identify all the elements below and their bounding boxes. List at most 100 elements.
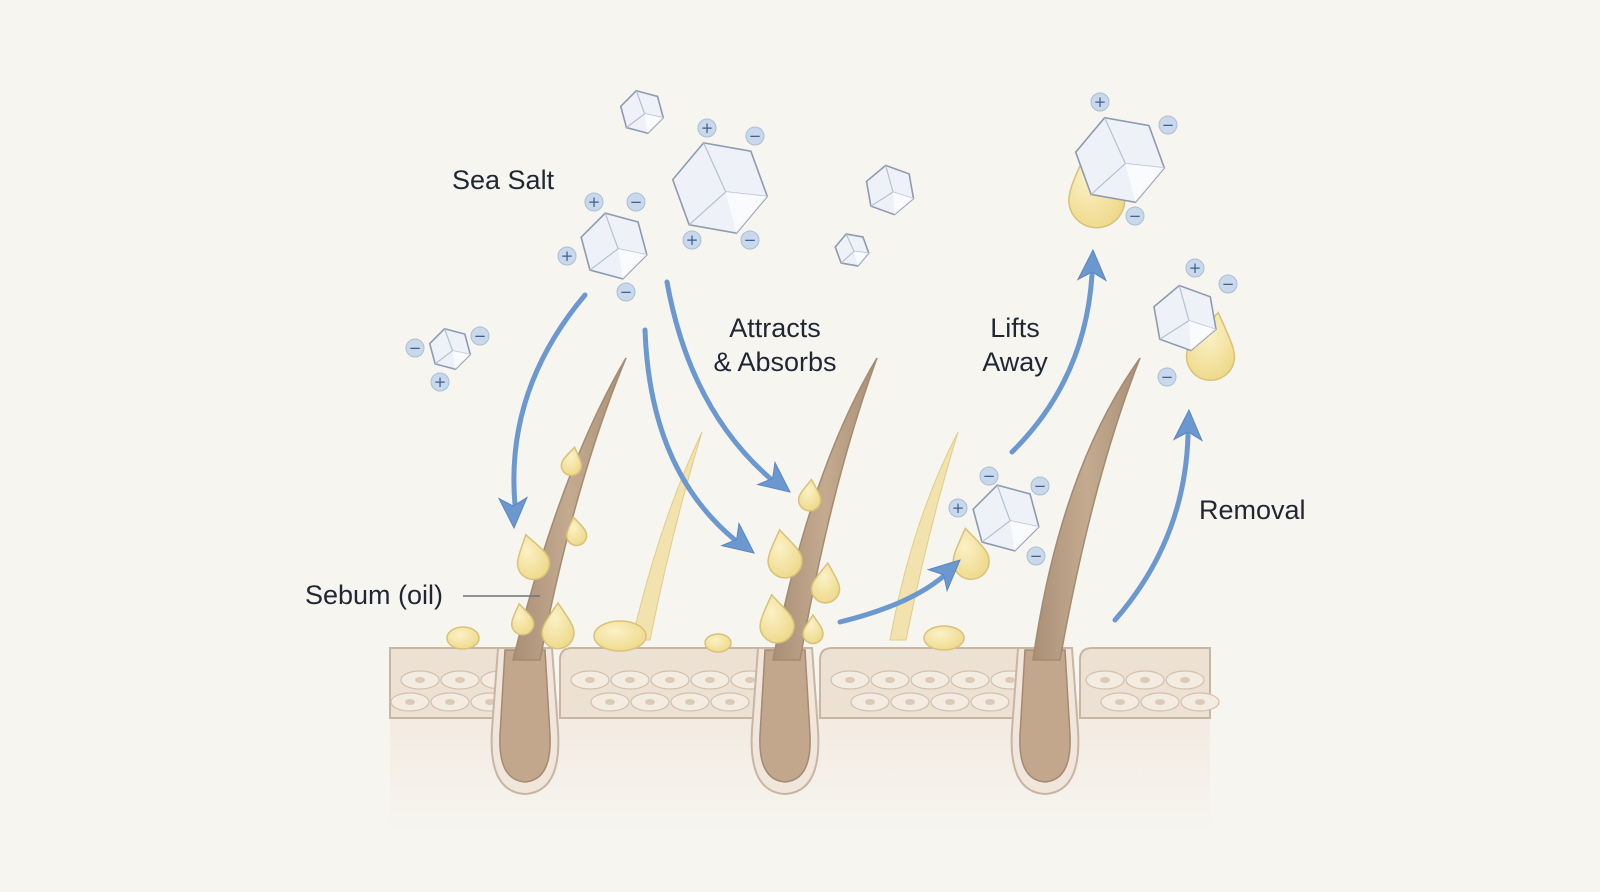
charge-symbol: −	[744, 231, 757, 249]
sebum-droplet	[952, 527, 990, 580]
removal-label: Removal	[1199, 495, 1306, 525]
crystal-facet	[626, 113, 646, 129]
cell-nucleus	[905, 699, 915, 705]
cell-nucleus	[605, 699, 615, 705]
sebum-droplet	[516, 533, 551, 581]
positive-charge-icon	[584, 192, 604, 212]
crystal-facet	[996, 484, 1011, 521]
crystal-facet	[444, 328, 454, 351]
attracts-line: Attracts	[729, 313, 821, 343]
charge-symbol: −	[1161, 368, 1174, 386]
sebum-droplet	[704, 633, 732, 653]
charge-symbol: −	[749, 127, 762, 145]
cell-nucleus	[445, 699, 455, 705]
crystal-facet	[885, 165, 894, 193]
charge-symbol: −	[474, 327, 487, 345]
flow-arrow-head	[720, 521, 755, 554]
salt-crystal	[834, 233, 870, 267]
cell-nucleus	[485, 699, 495, 705]
negative-charge-icon	[1026, 546, 1046, 566]
crystal-facet	[1090, 163, 1126, 195]
cell-nucleus	[925, 677, 935, 683]
absorbs-line: & Absorbs	[713, 347, 837, 377]
crystal-facet	[1178, 285, 1190, 321]
cell-nucleus	[685, 699, 695, 705]
cell-nucleus	[845, 677, 855, 683]
crystal-facet	[845, 233, 855, 252]
sebum-droplet	[560, 445, 583, 477]
negative-charge-icon	[745, 126, 765, 146]
positive-charge-icon	[1185, 258, 1205, 278]
crystal-highlight	[1188, 320, 1217, 351]
flow-arrow-head	[1172, 408, 1204, 442]
sebum-droplet	[446, 626, 480, 650]
cell-nucleus	[1195, 699, 1205, 705]
hair-follicles	[490, 357, 1141, 796]
cell-nucleus	[1155, 699, 1165, 705]
charge-symbol: +	[588, 193, 601, 211]
lifts-away-label: Lifts Away	[960, 311, 1070, 379]
negative-charge-icon	[405, 338, 425, 358]
charge-symbol: +	[701, 119, 714, 137]
cell-nucleus	[985, 699, 995, 705]
positive-charge-icon	[1090, 92, 1110, 112]
cell-nucleus	[405, 699, 415, 705]
negative-charge-icon	[616, 282, 636, 302]
charge-symbol: −	[1030, 547, 1043, 565]
flow-arrow-head	[926, 559, 961, 593]
cell-nucleus	[455, 677, 465, 683]
positive-charge-icon	[682, 230, 702, 250]
cell-nucleus	[1100, 677, 1110, 683]
charge-symbol: −	[1034, 477, 1047, 495]
cell-nucleus	[1005, 677, 1015, 683]
cell-nucleus	[745, 677, 755, 683]
negative-charge-icon	[1125, 206, 1145, 226]
flow-arrow-head	[756, 460, 791, 493]
hair-shaft	[512, 357, 627, 661]
cell-nucleus	[415, 677, 425, 683]
charge-symbol: −	[1162, 116, 1175, 134]
hair-shaft	[772, 357, 878, 661]
sebum-droplet	[797, 478, 822, 512]
crystal-highlight	[452, 350, 471, 370]
negative-charge-icon	[1218, 274, 1238, 294]
cell-nucleus	[885, 677, 895, 683]
charge-symbol: +	[686, 231, 699, 249]
charge-symbol: −	[1129, 207, 1142, 225]
crystal-facet	[635, 90, 646, 114]
crystal-facet	[688, 191, 727, 226]
cell-nucleus	[645, 699, 655, 705]
charge-symbol: +	[952, 499, 965, 517]
sebum-droplet	[759, 593, 795, 644]
salt-crystals	[428, 89, 1217, 552]
crystal-highlight	[725, 191, 768, 234]
crystal-facet	[1159, 320, 1190, 340]
flow-arrow-shaft	[837, 572, 948, 625]
cell-nucleus	[705, 677, 715, 683]
salt-crystal	[865, 164, 915, 216]
crystal-highlight	[618, 248, 647, 279]
positive-charge-icon	[430, 372, 450, 392]
crystal-facet	[840, 250, 855, 264]
sebum-label: Sebum (oil)	[305, 580, 444, 610]
crystal-facet	[604, 212, 619, 249]
crystal-highlight	[1010, 520, 1039, 551]
hair-bulb	[759, 649, 811, 783]
charge-symbol: −	[1222, 275, 1235, 293]
sebum-droplet	[802, 613, 824, 645]
negative-charge-icon	[740, 230, 760, 250]
cell-nucleus	[725, 699, 735, 705]
negative-charge-icon	[979, 466, 999, 486]
negative-charge-icon	[470, 326, 490, 346]
flow-arrow-shaft	[664, 279, 775, 483]
sebum-droplet	[565, 515, 588, 547]
crystal-facet	[589, 248, 619, 271]
cell-nucleus	[1180, 677, 1190, 683]
hair-bulb	[1019, 649, 1071, 783]
cell-nucleus	[585, 677, 595, 683]
crystal-highlight	[1125, 163, 1165, 203]
cell-nucleus	[625, 677, 635, 683]
vellus-hair	[631, 431, 703, 641]
sea-salt-label: Sea Salt	[452, 165, 555, 195]
